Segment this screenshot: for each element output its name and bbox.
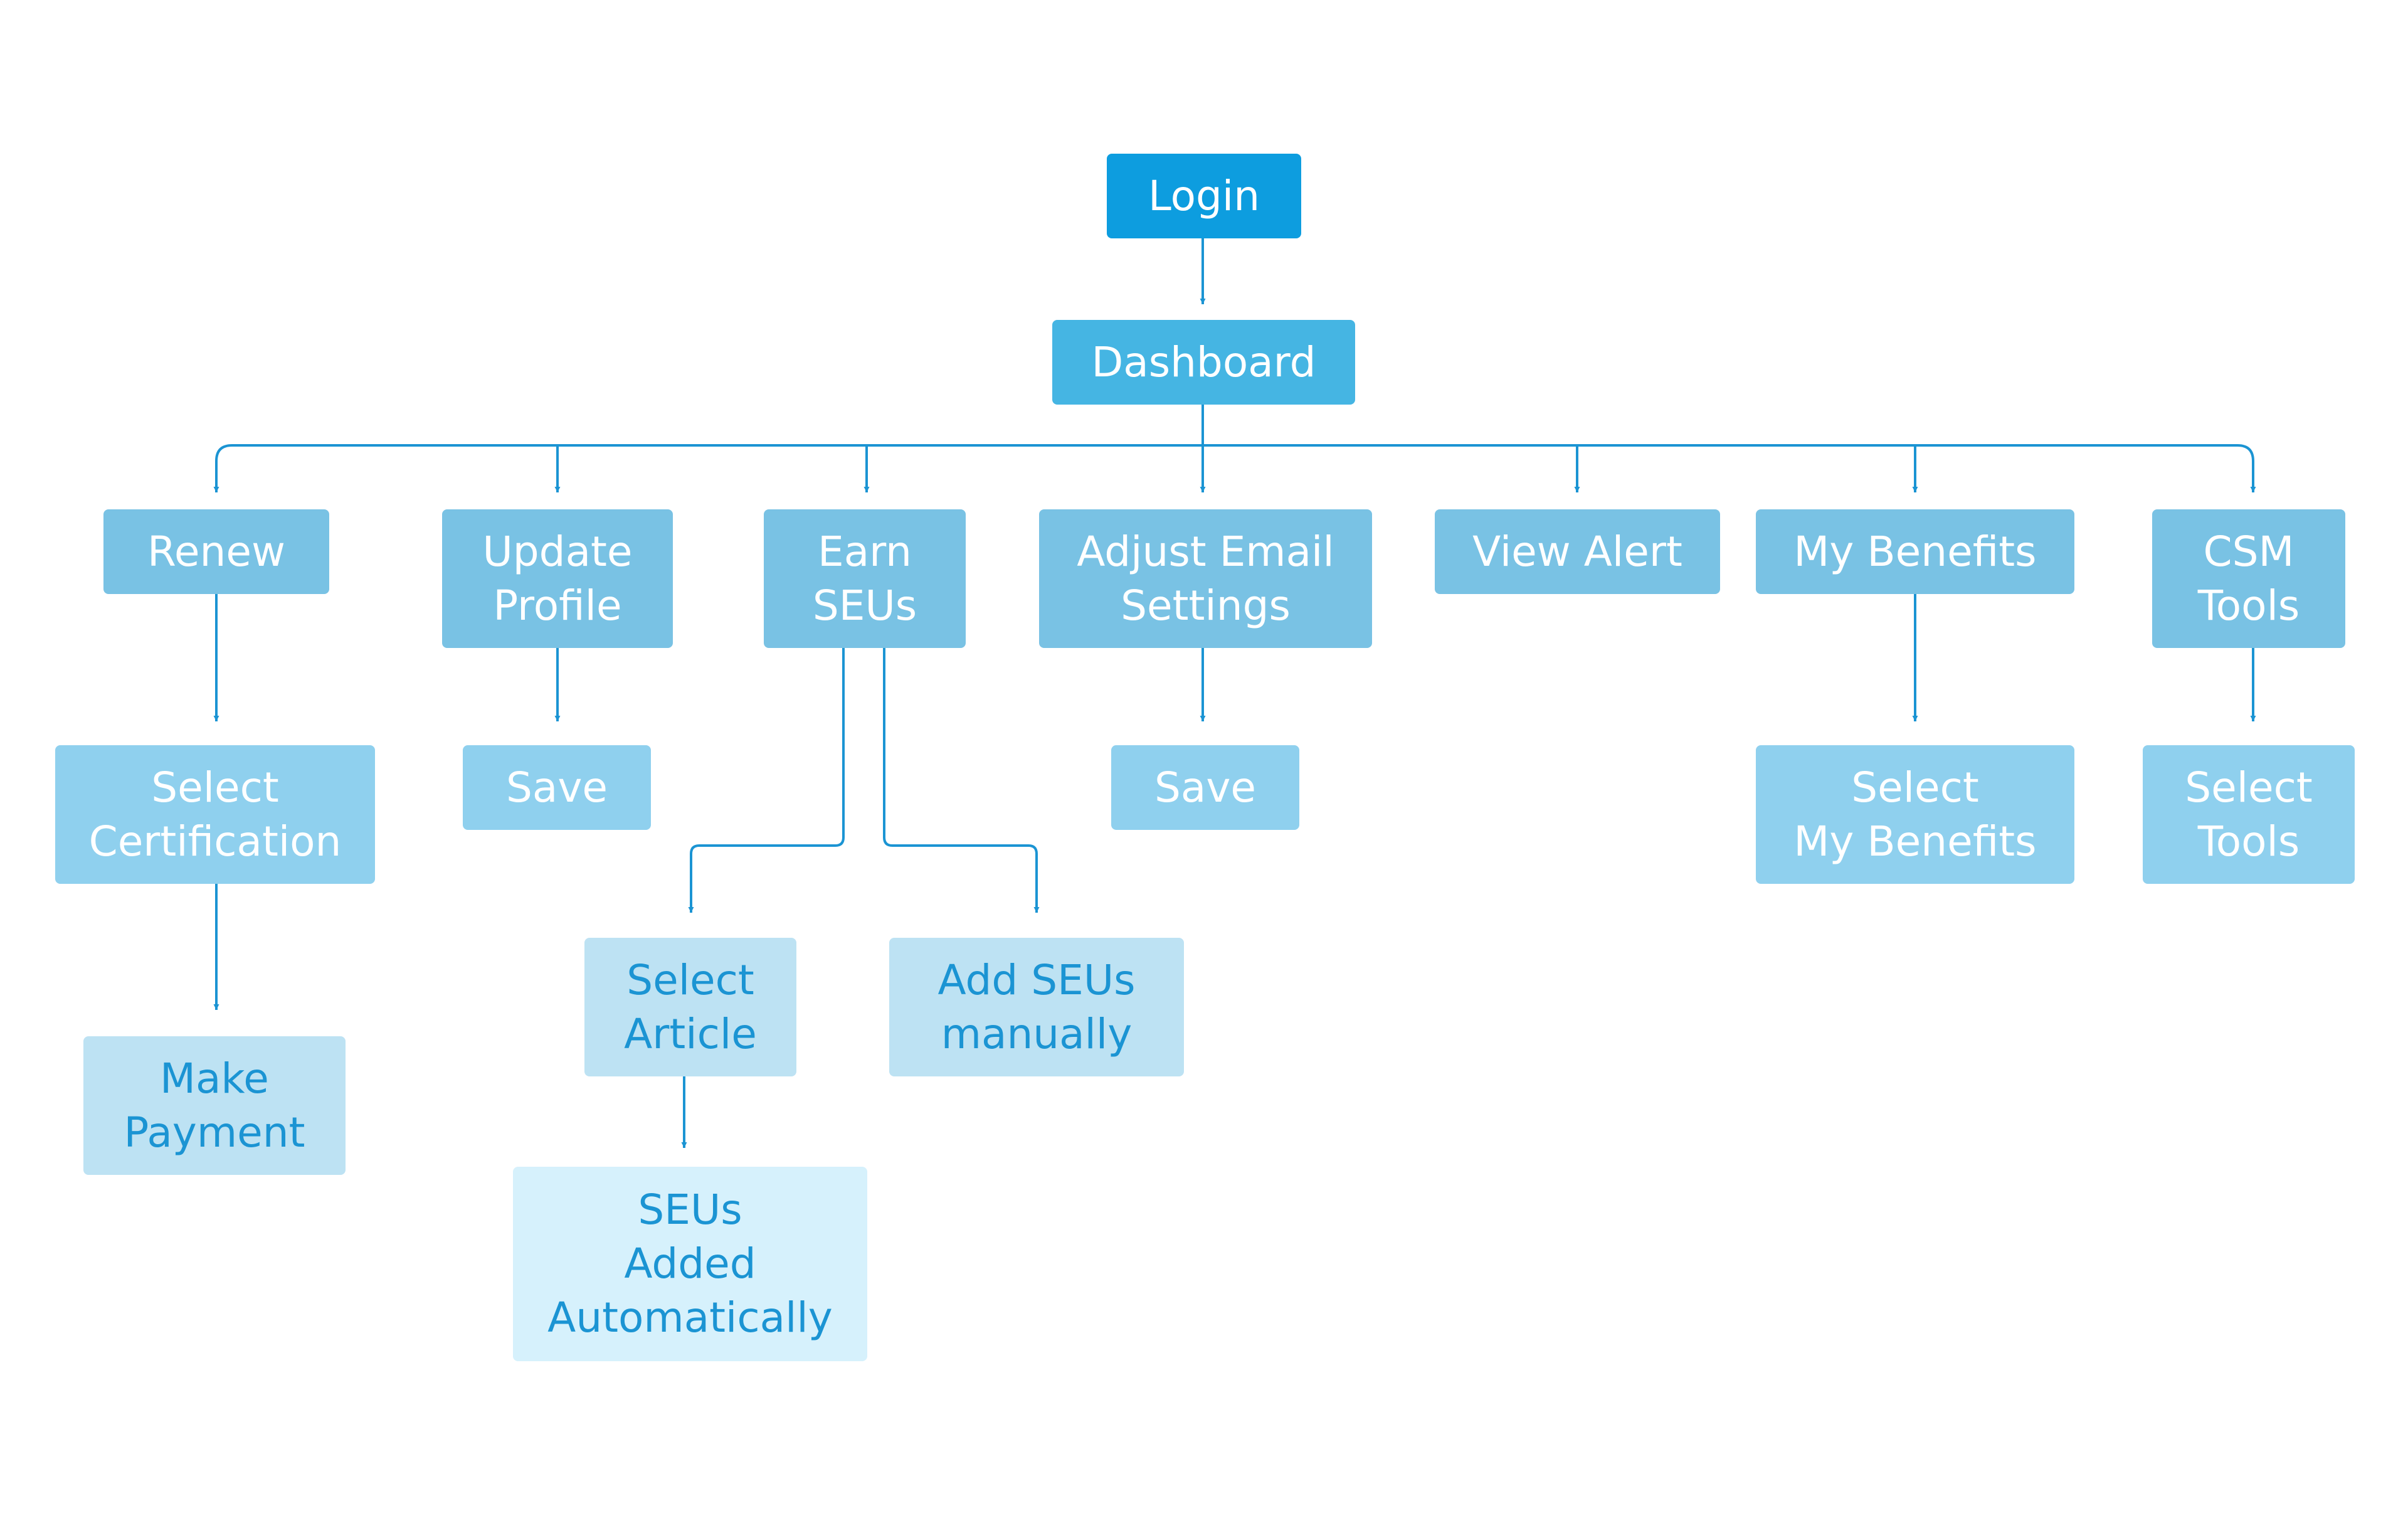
login-node[interactable]: Login — [1107, 154, 1301, 238]
connector-16 — [688, 648, 845, 913]
node-label-line: Automatically — [547, 1293, 833, 1342]
node-label-line: Payment — [124, 1108, 305, 1157]
node-label-line: Select — [1851, 763, 1979, 812]
node-label-line: Earn — [818, 527, 912, 576]
csm-tools-node[interactable]: CSM Tools — [2152, 509, 2345, 648]
node-label-line: Article — [624, 1009, 757, 1058]
node-label-line: Added — [624, 1240, 756, 1288]
node-label-line: Tools — [2197, 817, 2300, 866]
node-label-line: Login — [1148, 171, 1260, 220]
connector-17 — [883, 648, 1040, 913]
node-label-line: SEUs — [812, 581, 917, 630]
node-label-line: Select — [151, 763, 279, 812]
node-label-line: Dashboard — [1091, 337, 1316, 386]
node-label: Dashboard — [1091, 336, 1316, 390]
view-alert-node[interactable]: View Alert — [1435, 509, 1720, 594]
node-label-line: Save — [1154, 763, 1256, 812]
select-my-benefits-node[interactable]: Select My Benefits — [1756, 745, 2074, 884]
node-label: CSM Tools — [2198, 525, 2300, 633]
node-label-line: Select — [626, 955, 754, 1004]
node-label: View Alert — [1472, 525, 1682, 579]
node-label-line: Renew — [147, 527, 285, 576]
node-label-line: View Alert — [1472, 527, 1682, 576]
renew-node[interactable]: Renew — [103, 509, 329, 594]
node-label-line: Make — [160, 1054, 269, 1103]
node-label-line: CSM — [2203, 527, 2294, 576]
node-label-line: Settings — [1121, 581, 1291, 630]
node-label-line: SEUs — [638, 1186, 742, 1234]
node-label-line: Update — [482, 527, 633, 576]
node-label: Renew — [147, 525, 285, 579]
save-email-node[interactable]: Save — [1111, 745, 1299, 830]
node-label-line: Save — [505, 763, 608, 812]
node-label: My Benefits — [1793, 525, 2036, 579]
node-label-line: My Benefits — [1793, 817, 2037, 866]
add-seus-manually-node[interactable]: Add SEUs manually — [889, 938, 1184, 1076]
node-label-line: Adjust Email — [1077, 527, 1334, 576]
node-label: Save — [506, 761, 608, 815]
node-label: Login — [1148, 169, 1260, 223]
node-label: Add SEUs manually — [937, 953, 1135, 1061]
node-label-line: manually — [941, 1009, 1133, 1058]
node-label-line: My Benefits — [1793, 527, 2037, 576]
node-label-line: Select — [2185, 763, 2313, 812]
my-benefits-node[interactable]: My Benefits — [1756, 509, 2074, 594]
node-label-line: Certification — [88, 817, 342, 866]
node-label: Select My Benefits — [1793, 761, 2036, 869]
connector-2 — [215, 444, 2254, 492]
node-label-line: Profile — [493, 581, 622, 630]
node-label: Save — [1154, 761, 1256, 815]
node-label-line: Tools — [2197, 581, 2300, 630]
save-profile-node[interactable]: Save — [463, 745, 651, 830]
node-label-line: Add SEUs — [937, 955, 1136, 1004]
dashboard-node[interactable]: Dashboard — [1052, 320, 1355, 405]
connector-lines — [213, 238, 2256, 1148]
